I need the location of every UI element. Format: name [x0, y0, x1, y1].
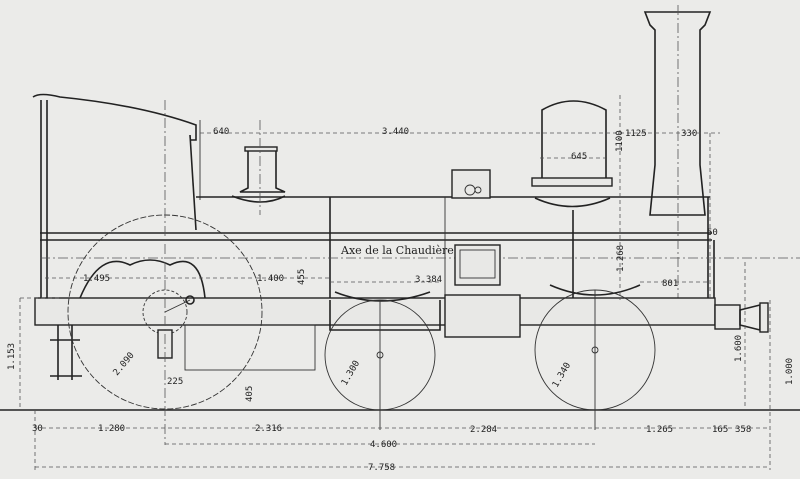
dim-middle-wheel-dia: 1.300 — [340, 359, 362, 387]
dim-wheelbase-rear: 2.316 — [255, 424, 282, 434]
dim-crank: 225 — [167, 377, 183, 387]
dim-dome-height: 1100 — [615, 130, 625, 152]
dim-boiler-length: 3.384 — [415, 275, 442, 285]
dim-cylinder-drop: 455 — [297, 269, 307, 285]
dim-driving-wheel-dia: 2.090 — [112, 351, 137, 378]
frame — [34, 244, 716, 371]
dim-wheelbase-front: 2.284 — [470, 425, 497, 435]
dim-buffer-height: 1.153 — [7, 343, 17, 370]
dim-wheelbase-total: 4.600 — [370, 440, 397, 450]
dim-chimney-offset: 50 — [707, 228, 718, 238]
dim-boiler-span: 3.440 — [382, 127, 409, 137]
dim-dome-width: 645 — [571, 152, 587, 162]
dim-chimney-width: 330 — [681, 129, 697, 139]
dim-boiler-axis-height: 1.268 — [616, 245, 626, 272]
front-wheel — [534, 289, 656, 430]
middle-wheel — [324, 299, 436, 430]
dim-rear-overhang: 1.280 — [98, 424, 125, 434]
dim-cab-overhang: 640 — [213, 127, 229, 137]
dim-firebox-clearance: 405 — [245, 386, 255, 402]
dim-overall-length: 7.758 — [368, 463, 395, 473]
front-buffer — [714, 302, 769, 333]
chimney — [643, 5, 712, 300]
middle-spring — [334, 291, 431, 302]
dim-driving-wheel-offset: 1.495 — [83, 274, 110, 284]
dim-front-overhang: 1.265 — [646, 425, 673, 435]
rear-buffer-gear — [50, 325, 82, 380]
dim-buffer-plate: 165 — [712, 425, 728, 435]
regulator-box — [451, 169, 491, 199]
dim-rear-gap: 30 — [32, 424, 43, 434]
dim-front-wheel-dia: 1.340 — [551, 361, 573, 389]
safety-valve-dome — [231, 120, 286, 215]
dim-smokebox: 801 — [662, 279, 678, 289]
dim-buffer-length: 358 — [735, 425, 751, 435]
boiler-axis-label: Axe de la Chaudière — [340, 244, 454, 257]
dimension-lines — [19, 95, 771, 470]
cab — [32, 93, 201, 298]
dim-front-height: 1.600 — [734, 335, 744, 362]
steam-dome — [531, 100, 613, 298]
dim-dome-height-total: 1125 — [625, 129, 647, 139]
dim-driving-to-boiler: 1.400 — [257, 274, 284, 284]
dim-front-buffer-height: 1.000 — [785, 358, 795, 385]
